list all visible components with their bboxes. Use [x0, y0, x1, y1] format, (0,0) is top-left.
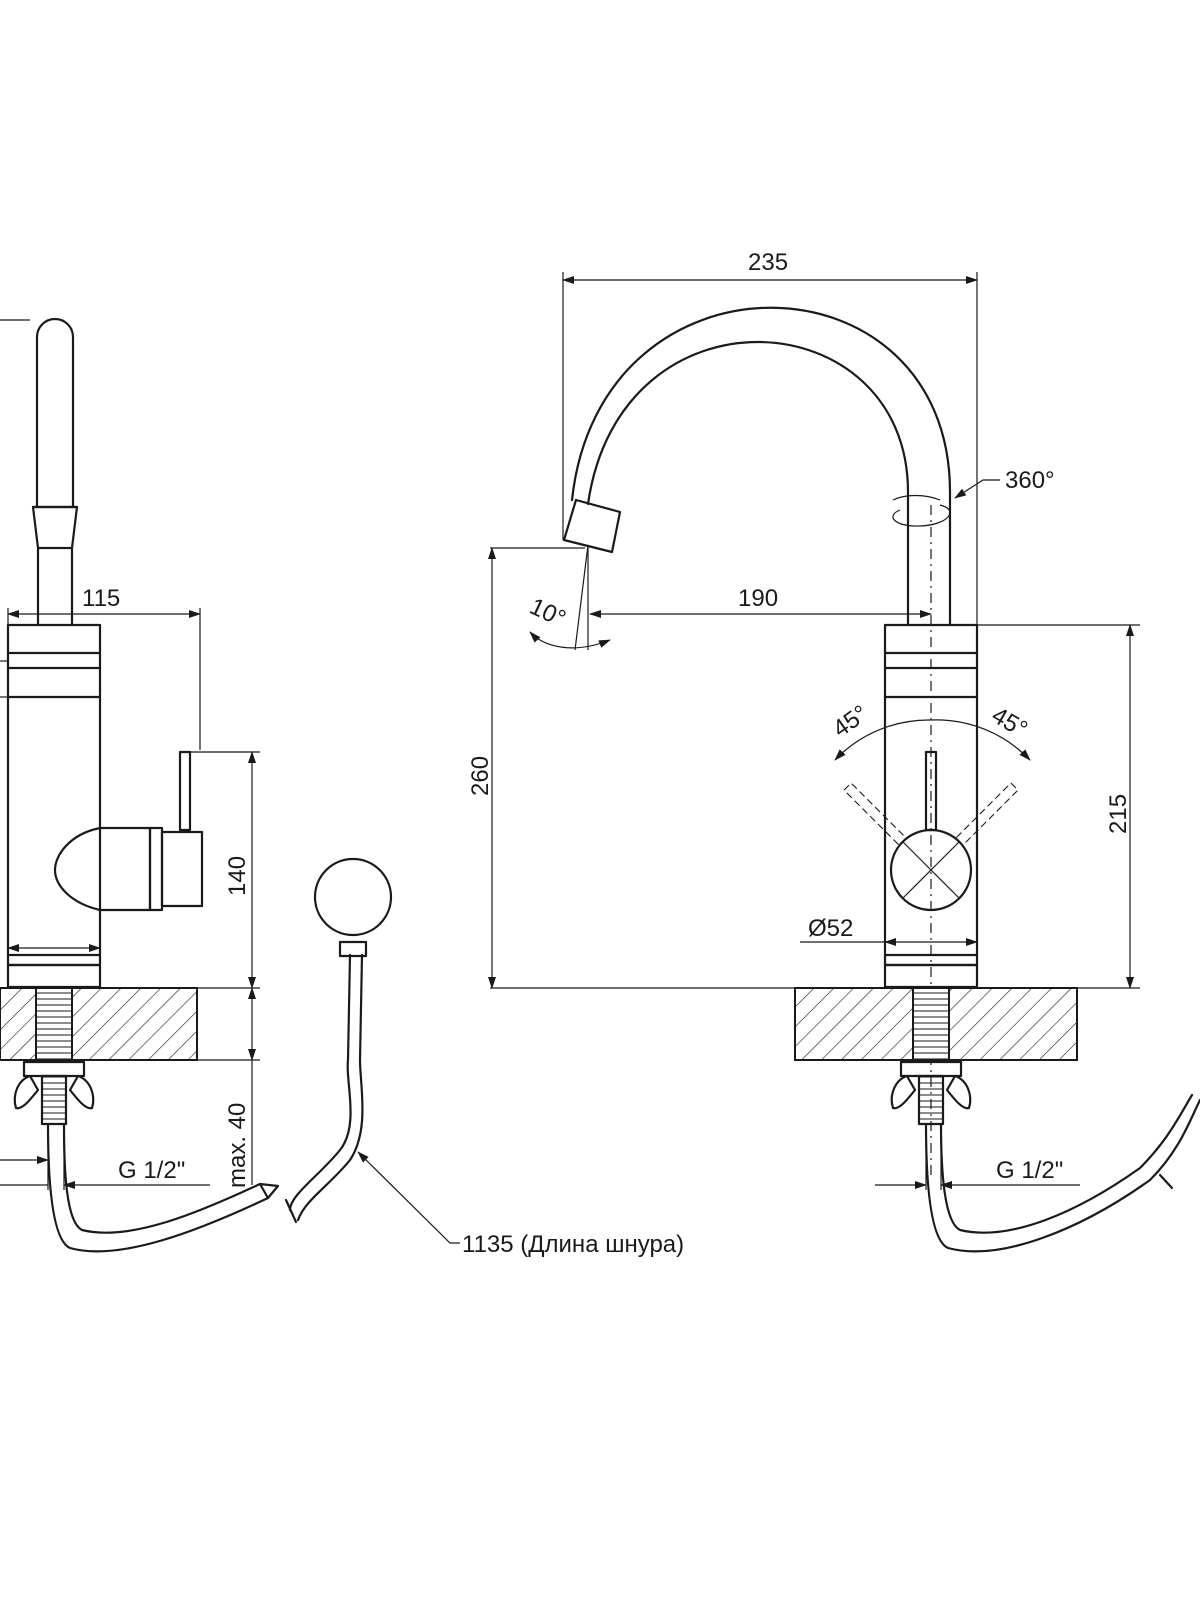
side-view: 115 140 max. 40 G 1/2" 1135 (Длина шнура…: [0, 317, 684, 1258]
dim-cord-length: 1135 (Длина шнура): [462, 1231, 684, 1258]
dim-body-diameter: Ø52: [808, 915, 853, 942]
dim-overall-width: 235: [748, 249, 788, 276]
dim-thread-side: G 1/2": [118, 1157, 185, 1184]
dim-lever-height: 140: [224, 856, 251, 896]
dim-spout-tilt: 10°: [525, 593, 569, 633]
dim-spout-reach: 190: [738, 585, 778, 612]
front-view: 235 360° 190 10° 260 215 45° 45° Ø52 G 1…: [467, 249, 1200, 1253]
dim-total-height: 260: [467, 756, 494, 796]
dim-lever-right-angle: 45°: [987, 702, 1032, 744]
dim-thread-front: G 1/2": [996, 1157, 1063, 1184]
dim-mount-thickness: max. 40: [224, 1103, 251, 1188]
dim-swivel-angle: 360°: [1005, 467, 1055, 494]
dim-side-depth: 115: [82, 585, 120, 612]
dim-body-height: 215: [1105, 794, 1132, 834]
